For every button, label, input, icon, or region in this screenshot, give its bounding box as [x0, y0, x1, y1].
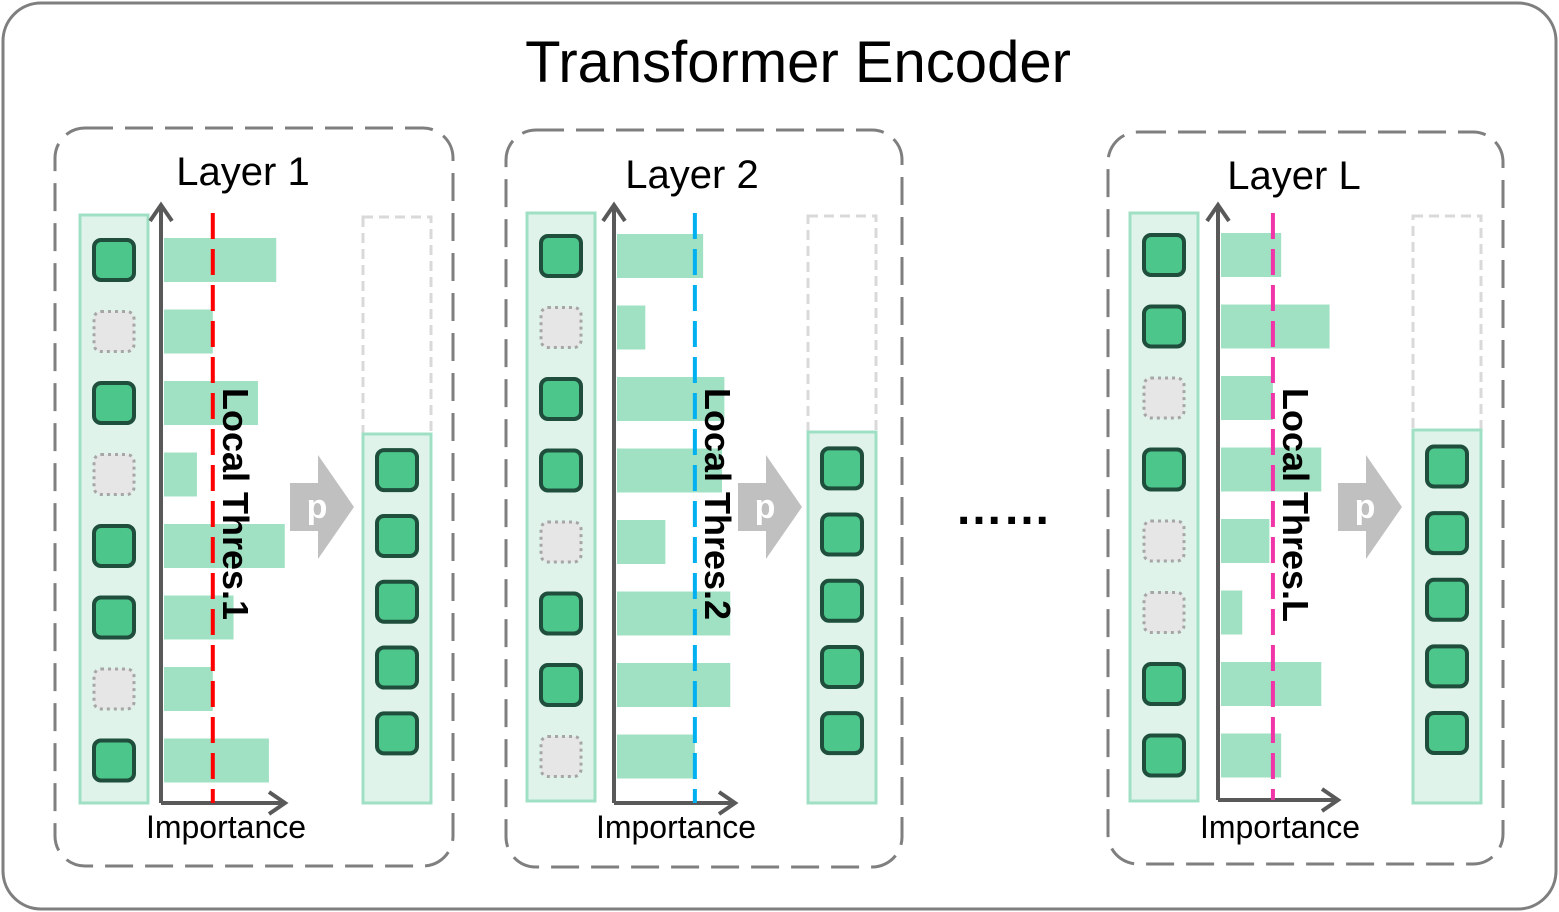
input-token-column: [525, 211, 597, 803]
token-kept: [92, 238, 136, 282]
y-axis-arrowhead: [148, 201, 174, 223]
token-kept: [1142, 662, 1186, 706]
importance-bar: [164, 667, 213, 711]
output-token: [375, 579, 419, 624]
token-kept: [539, 663, 583, 707]
token-pruned: [92, 667, 136, 711]
layer-title: Layer 1: [176, 150, 309, 194]
token-pruned: [1142, 519, 1186, 563]
output-token: [820, 578, 864, 623]
layer-panel-3: Layer L Local Thres.L Importance p: [1106, 130, 1505, 866]
importance-bar: [164, 309, 213, 354]
importance-bar: [1221, 304, 1330, 349]
token-pruned: [539, 520, 583, 564]
prune-arrow: [290, 455, 354, 559]
output-token: [1425, 511, 1469, 556]
output-token: [375, 645, 419, 690]
output-token: [820, 644, 864, 689]
x-axis-arrowhead: [717, 790, 739, 816]
token-kept: [92, 524, 136, 568]
importance-bar: [617, 663, 731, 707]
token-kept: [539, 448, 583, 493]
prune-arrow-label: p: [755, 488, 776, 526]
output-token: [375, 448, 419, 493]
y-axis-arrowhead: [601, 201, 627, 223]
importance-bar: [1221, 519, 1270, 563]
token-pruned: [539, 735, 583, 778]
prune-arrow-label: p: [1355, 488, 1376, 526]
output-token: [1425, 444, 1469, 489]
importance-bar: [164, 452, 197, 497]
ellipsis-dots: ……: [955, 482, 1051, 535]
threshold-label: Local Thres.1: [215, 388, 256, 620]
importance-axis-label: Importance: [596, 809, 756, 845]
layer-frame: [1106, 130, 1505, 866]
prune-arrow: [1338, 455, 1402, 559]
x-axis-arrowhead: [1320, 787, 1342, 813]
token-kept: [1142, 447, 1186, 492]
output-token: [1425, 644, 1469, 689]
token-pruned: [1142, 591, 1186, 634]
importance-bar: [164, 238, 277, 282]
importance-bar: [617, 448, 723, 493]
token-kept: [92, 595, 136, 640]
importance-axis-label: Importance: [146, 809, 306, 845]
token-kept: [92, 381, 136, 425]
output-token: [375, 711, 419, 756]
y-axis-arrowhead: [1205, 201, 1231, 223]
output-token: [820, 711, 864, 756]
token-kept: [1142, 304, 1186, 349]
layer-frame: [504, 128, 904, 869]
x-axis-arrowhead: [267, 790, 289, 816]
importance-bar: [617, 591, 731, 636]
importance-axis-label: Importance: [1200, 809, 1360, 845]
layer-title: Layer 2: [625, 153, 758, 197]
importance-bar: [617, 734, 695, 779]
importance-bar: [164, 524, 285, 568]
token-kept: [539, 234, 583, 278]
threshold-label: Local Thres.L: [1275, 388, 1316, 622]
token-kept: [1142, 733, 1186, 778]
prune-arrow-label: p: [307, 488, 328, 526]
token-pruned: [92, 453, 136, 496]
token-kept: [539, 591, 583, 636]
input-token-column: [1128, 211, 1200, 803]
layer-title: Layer L: [1227, 154, 1360, 198]
pruned-space-column: [806, 214, 878, 434]
importance-bar: [164, 595, 234, 640]
importance-bar: [1221, 376, 1273, 420]
token-kept: [1142, 233, 1186, 277]
input-token-column: [78, 213, 150, 805]
layer-frame: [53, 126, 455, 868]
token-kept: [539, 377, 583, 421]
token-pruned: [92, 310, 136, 353]
pruned-space-column: [1411, 214, 1483, 432]
output-token: [1425, 577, 1469, 622]
output-token: [1425, 710, 1469, 755]
pruned-space-column: [361, 215, 433, 436]
token-kept: [92, 738, 136, 783]
importance-bar: [617, 520, 666, 564]
importance-bar: [617, 234, 704, 278]
output-token: [820, 446, 864, 491]
importance-bar: [1221, 590, 1243, 635]
output-token: [375, 513, 419, 558]
token-pruned: [539, 306, 583, 349]
prune-arrow: [738, 455, 802, 559]
importance-bar: [617, 305, 646, 350]
threshold-label: Local Thres.2: [697, 388, 738, 620]
token-pruned: [1142, 376, 1186, 420]
encoder-title: Transformer Encoder: [525, 30, 1071, 95]
importance-bar: [164, 738, 269, 783]
output-token: [820, 512, 864, 557]
importance-bar: [617, 377, 725, 421]
